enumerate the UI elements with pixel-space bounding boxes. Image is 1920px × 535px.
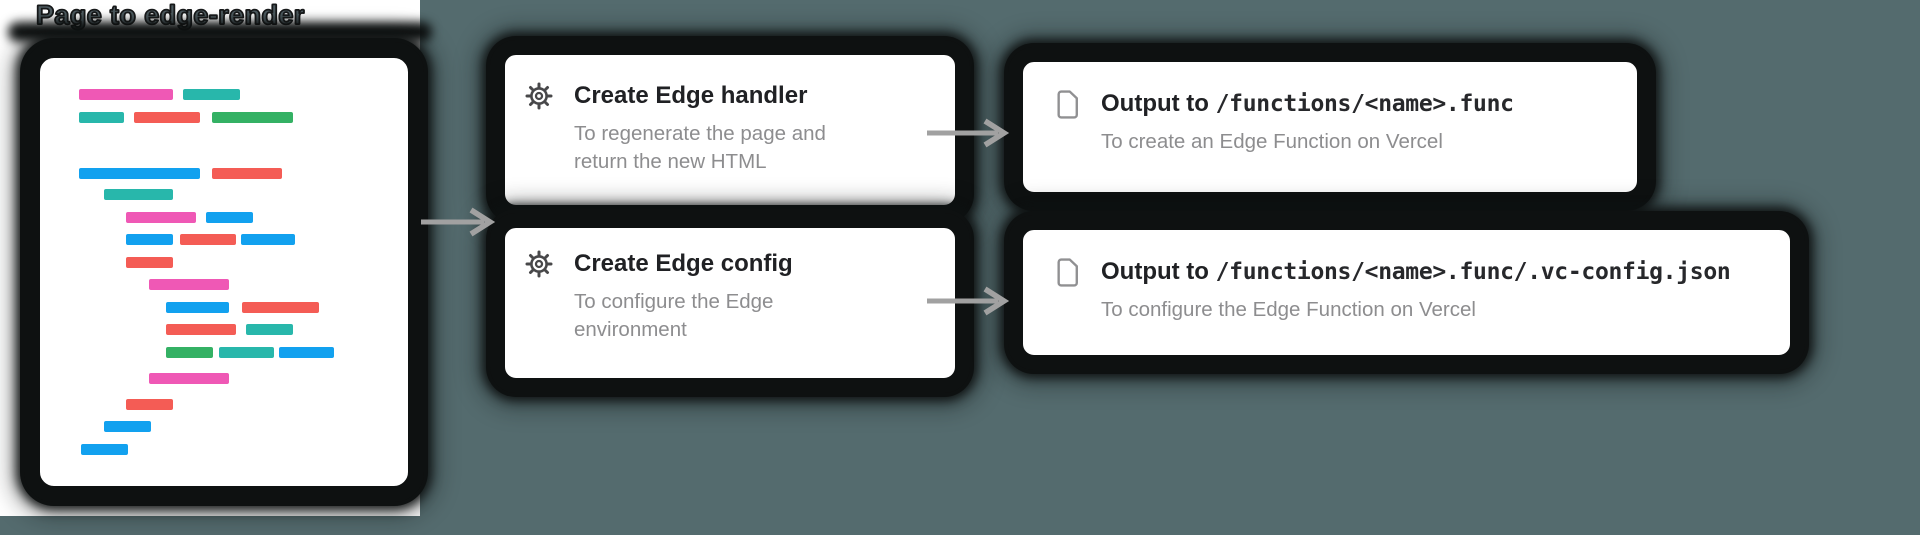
step-card-create-edge-handler: Create Edge handler To regenerate the pa…: [490, 40, 970, 220]
code-line-bar: [79, 168, 200, 179]
code-line-bar: [134, 112, 200, 123]
gear-icon: [525, 82, 553, 115]
document-icon: [1057, 90, 1080, 124]
step-description: To configure the Edge environment: [574, 290, 774, 341]
output-title: Output to /functions/<name>.func: [1101, 89, 1637, 119]
code-line-bar: [81, 444, 128, 455]
output-card-func: Output to /functions/<name>.func To crea…: [1008, 47, 1652, 207]
code-bars: [40, 58, 408, 486]
output-path: /functions/<name>.func/.vc-config.json: [1215, 259, 1731, 285]
code-line-bar: [206, 212, 253, 223]
output-title-prefix: Output to: [1101, 258, 1216, 285]
code-line-bar: [183, 89, 240, 100]
output-path: /functions/<name>.func: [1215, 91, 1514, 117]
code-line-bar: [166, 302, 229, 313]
code-line-bar: [126, 234, 173, 245]
code-line-bar: [166, 324, 236, 335]
arrow-handler-to-output: [926, 117, 1018, 149]
code-line-bar: [212, 112, 293, 123]
arrow-code-to-steps: [420, 206, 504, 238]
gear-icon: [525, 250, 553, 283]
code-line-bar: [180, 234, 236, 245]
code-line-bar: [279, 347, 334, 358]
code-line-bar: [246, 324, 293, 335]
output-card-vc-config: Output to /functions/<name>.func/.vc-con…: [1008, 215, 1805, 370]
output-description: To create an Edge Function on Vercel: [1101, 130, 1443, 153]
document-icon: [1057, 258, 1080, 292]
code-line-bar: [219, 347, 274, 358]
code-line-bar: [149, 279, 229, 290]
output-title-prefix: Output to: [1101, 90, 1216, 117]
arrow-config-to-output: [926, 285, 1018, 317]
code-line-bar: [242, 302, 319, 313]
code-line-bar: [126, 399, 173, 410]
output-description: To configure the Edge Function on Vercel: [1101, 298, 1476, 321]
code-line-bar: [126, 257, 173, 268]
code-line-bar: [126, 212, 196, 223]
code-line-bar: [104, 421, 151, 432]
code-line-bar: [79, 89, 173, 100]
step-description: To regenerate the page and return the ne…: [574, 122, 826, 173]
step-card-create-edge-config: Create Edge config To configure the Edge…: [490, 213, 970, 393]
code-line-bar: [149, 373, 229, 384]
code-line-bar: [241, 234, 295, 245]
code-panel: [24, 42, 424, 502]
code-line-bar: [212, 168, 282, 179]
code-line-bar: [104, 189, 173, 200]
code-line-bar: [79, 112, 124, 123]
step-title: Create Edge config: [574, 250, 793, 277]
output-title: Output to /functions/<name>.func/.vc-con…: [1101, 257, 1790, 287]
title-shadow-spray: [8, 22, 432, 42]
step-title: Create Edge handler: [574, 82, 808, 109]
code-line-bar: [166, 347, 213, 358]
